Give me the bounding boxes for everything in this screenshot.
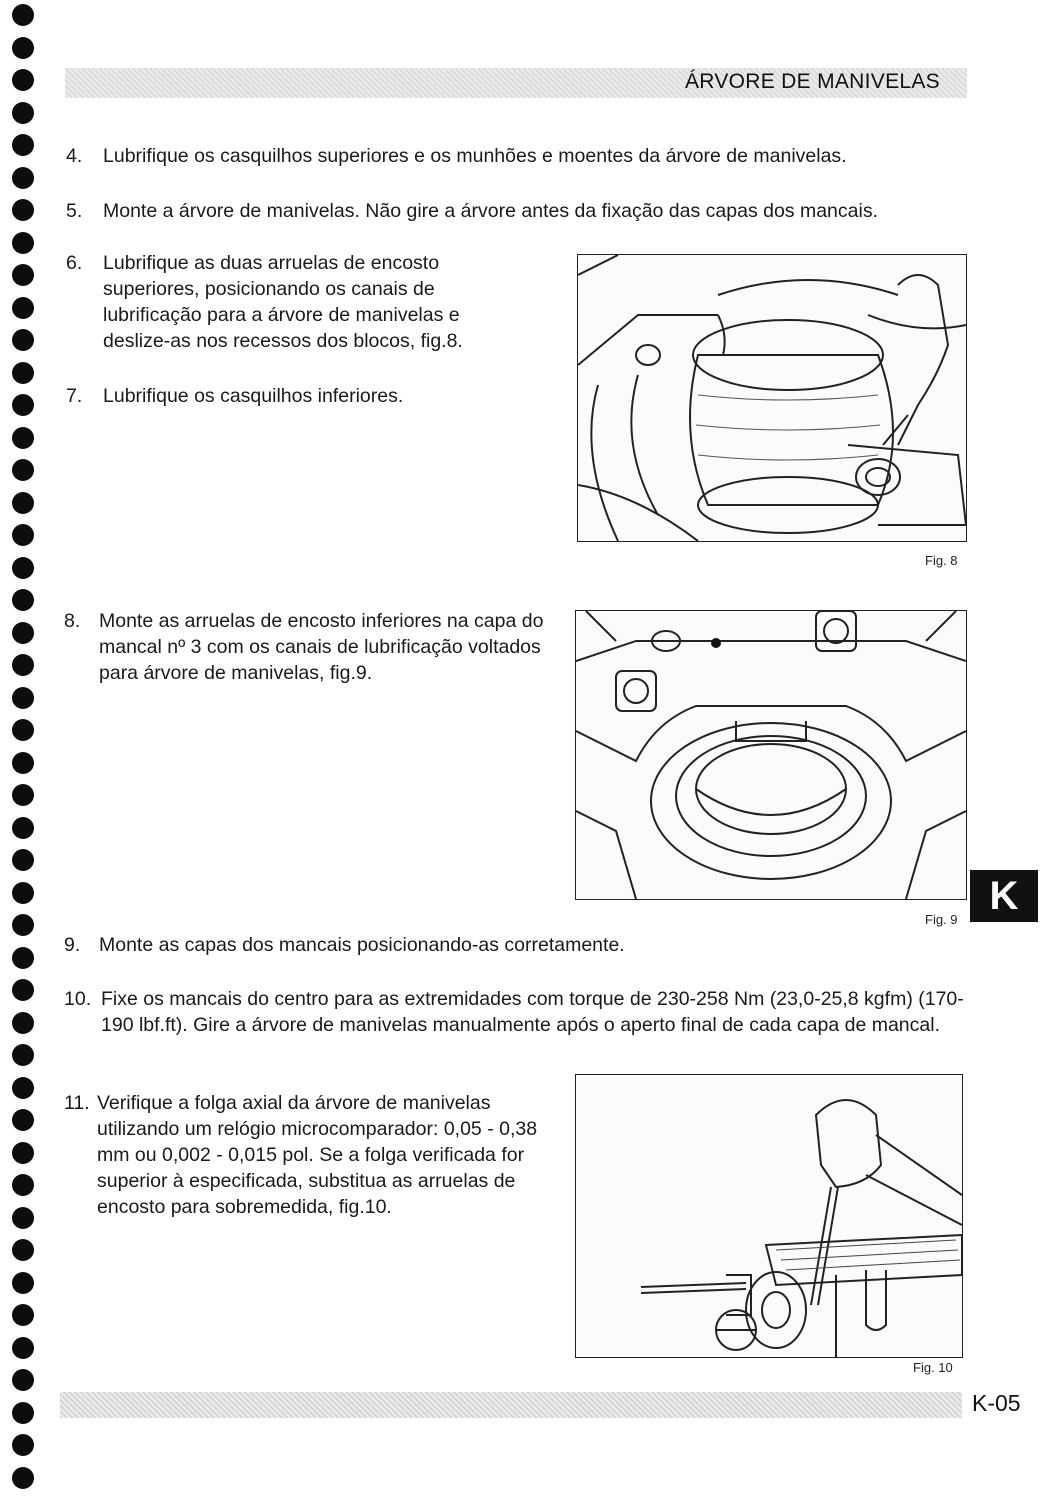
step-number: 4.	[66, 145, 83, 167]
step-text: Monte as arruelas de encosto inferiores …	[99, 610, 544, 684]
step-number: 10.	[64, 988, 92, 1010]
binding-hole	[12, 816, 34, 839]
step-number: 6.	[66, 252, 83, 274]
step-number: 9.	[64, 934, 81, 956]
binding-hole	[12, 946, 34, 969]
crankshaft-journal-illustration	[578, 255, 966, 541]
dial-indicator-illustration	[640, 1099, 962, 1357]
binding-hole	[12, 1239, 34, 1261]
header-band	[65, 68, 967, 98]
figure-10-caption: Fig. 10	[913, 1360, 953, 1375]
binding-hole	[12, 134, 34, 156]
binding-hole	[12, 751, 34, 774]
figure-9-bearing-cap	[575, 610, 967, 900]
step-text: Verifique a folga axial da árvore de man…	[97, 1092, 538, 1218]
binding-hole	[12, 979, 34, 1001]
footer-band	[60, 1392, 962, 1418]
bearing-cap-illustration	[576, 611, 966, 899]
binding-hole	[12, 231, 34, 254]
step-11: 11. Verifique a folga axial da árvore de…	[64, 1090, 554, 1220]
binding-hole	[12, 1141, 34, 1164]
binding-hole	[12, 589, 34, 611]
binding-hole	[12, 1174, 34, 1196]
spiral-binding	[10, 0, 40, 1500]
binding-hole	[12, 1109, 34, 1131]
figure-8-caption: Fig. 8	[925, 553, 958, 568]
figure-9-caption: Fig. 9	[925, 912, 958, 927]
binding-hole	[12, 556, 34, 579]
binding-hole	[12, 686, 34, 709]
binding-hole	[12, 36, 34, 59]
binding-hole	[12, 1044, 34, 1066]
step-number: 8.	[64, 610, 81, 632]
binding-hole	[12, 1271, 34, 1294]
binding-hole	[12, 491, 34, 514]
step-9: 9. Monte as capas dos mancais posicionan…	[64, 932, 764, 958]
binding-hole	[12, 881, 34, 904]
binding-hole	[12, 394, 34, 416]
binding-hole	[12, 914, 34, 936]
binding-hole	[12, 1076, 34, 1099]
page-number: K-05	[972, 1390, 1021, 1416]
step-4: 4. Lubrifique os casquilhos superiores e…	[66, 143, 956, 169]
binding-hole	[12, 1369, 34, 1391]
binding-hole	[12, 1011, 34, 1034]
binding-hole	[12, 1336, 34, 1359]
binding-hole	[12, 621, 34, 644]
binding-hole	[12, 329, 34, 351]
step-text: Fixe os mancais do centro para as extrem…	[101, 988, 964, 1036]
step-text: Lubrifique os casquilhos inferiores.	[103, 385, 404, 407]
binding-hole	[12, 1206, 34, 1229]
step-text: Lubrifique os casquilhos superiores e os…	[103, 145, 847, 167]
step-10: 10. Fixe os mancais do centro para as ex…	[64, 986, 964, 1038]
binding-hole	[12, 101, 34, 124]
step-5: 5. Monte a árvore de manivelas. Não gire…	[66, 198, 966, 224]
binding-hole	[12, 426, 34, 449]
step-text: Monte as capas dos mancais posicionando-…	[99, 934, 625, 956]
binding-hole	[12, 166, 34, 189]
binding-hole	[12, 1304, 34, 1326]
binding-hole	[12, 199, 34, 221]
binding-hole	[12, 69, 34, 91]
figure-8-crankshaft-thrust-washer	[577, 254, 967, 542]
binding-hole	[12, 524, 34, 546]
page-title: ÁRVORE DE MANIVELAS	[684, 70, 940, 93]
binding-hole	[12, 296, 34, 319]
binding-hole	[12, 4, 34, 26]
section-tab-k: K	[970, 870, 1038, 922]
binding-hole	[12, 264, 34, 286]
step-7: 7. Lubrifique os casquilhos inferiores.	[66, 383, 506, 409]
binding-hole	[12, 784, 34, 806]
step-text: Lubrifique as duas arruelas de encosto s…	[103, 252, 463, 352]
binding-hole	[12, 654, 34, 676]
binding-hole	[12, 1401, 34, 1424]
binding-hole	[12, 719, 34, 741]
binding-hole	[12, 1434, 34, 1456]
binding-hole	[12, 1466, 34, 1489]
step-number: 7.	[66, 385, 83, 407]
figure-10-dial-indicator	[575, 1074, 963, 1358]
step-number: 11.	[64, 1092, 90, 1114]
step-6: 6. Lubrifique as duas arruelas de encost…	[66, 250, 506, 354]
step-8: 8. Monte as arruelas de encosto inferior…	[64, 608, 554, 686]
binding-hole	[12, 459, 34, 481]
binding-hole	[12, 361, 34, 384]
step-number: 5.	[66, 200, 83, 222]
binding-hole	[12, 849, 34, 871]
step-text: Monte a árvore de manivelas. Não gire a …	[103, 200, 879, 222]
